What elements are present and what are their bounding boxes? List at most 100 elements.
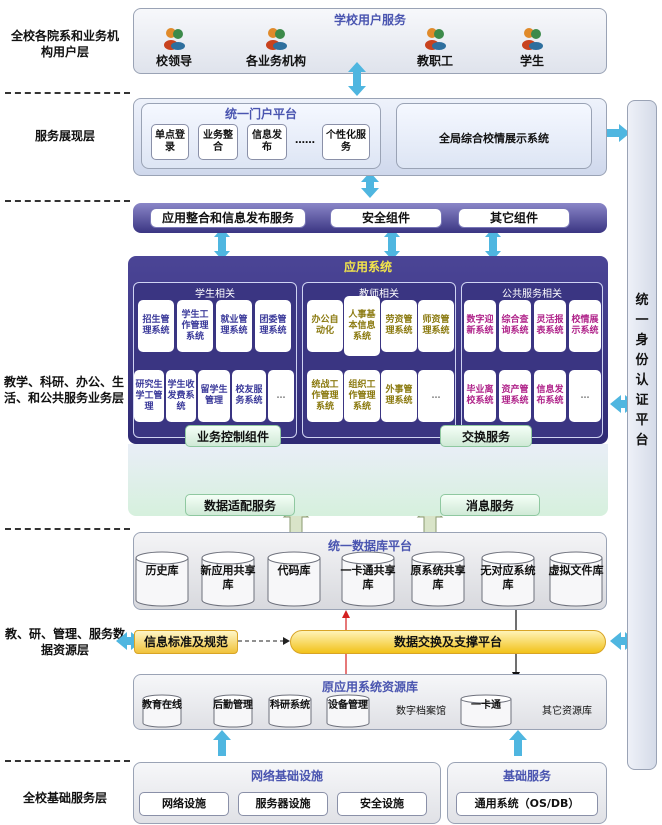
user-student[interactable]: 学生	[512, 26, 552, 69]
info-standard[interactable]: 信息标准及规范	[134, 630, 238, 654]
double-arrow-icon	[348, 62, 366, 96]
app-info-publish[interactable]: 信息发布系统	[534, 370, 566, 422]
server-facility[interactable]: 服务器设施	[238, 792, 328, 816]
app-organization[interactable]: 组织工作管理系统	[344, 370, 380, 422]
layer-divider	[5, 528, 130, 530]
database-icon	[326, 694, 370, 728]
app-more[interactable]: …	[569, 370, 601, 422]
identity-auth-label: 统一身份认证平台	[635, 293, 649, 448]
app-more[interactable]: …	[418, 370, 454, 422]
app-assets[interactable]: 资产管理系统	[499, 370, 531, 422]
database-label: 一卡通共享库	[340, 564, 396, 591]
identity-auth-platform[interactable]: 统一身份认证平台	[627, 100, 657, 770]
layer-label-basic: 全校基础服务层	[22, 791, 107, 805]
database-item[interactable]: 无对应系统库	[480, 550, 536, 608]
legacy-resource[interactable]: 教育在线	[142, 694, 182, 728]
student-group-title: 学生相关	[195, 289, 235, 300]
database-title: 统一数据库平台	[327, 539, 412, 553]
database-icon	[213, 694, 253, 728]
network-title: 网络基础设施	[250, 769, 323, 783]
database-icon	[549, 551, 603, 607]
app-student-fees[interactable]: 学生收发费系统	[166, 370, 196, 422]
app-student-affairs[interactable]: 学生工作管理系统	[177, 300, 213, 352]
user-agency[interactable]: 各业务机构	[236, 26, 316, 69]
app-league[interactable]: 团委管理系统	[255, 300, 291, 352]
legacy-resource[interactable]: 后勤管理	[213, 694, 253, 728]
double-arrow-icon	[214, 228, 230, 260]
app-hr-info[interactable]: 人事基本信息系统	[344, 296, 380, 356]
app-employment[interactable]: 就业管理系统	[216, 300, 252, 352]
other-component[interactable]: 其它组件	[458, 208, 570, 228]
app-alumni[interactable]: 校友服务系统	[232, 370, 266, 422]
legacy-label: 设备管理	[328, 700, 368, 711]
legacy-resource[interactable]: 设备管理	[326, 694, 370, 728]
layer-label-data: 教、研、管理、服务数据资源层	[4, 627, 125, 657]
message-service[interactable]: 消息服务	[440, 494, 540, 516]
layer-label-display: 服务展现层	[34, 129, 95, 143]
app-united-front[interactable]: 统战工作管理系统	[307, 370, 343, 422]
user-service-title: 学校用户服务	[333, 13, 406, 27]
public-group-title: 公共服务相关	[502, 289, 562, 300]
user-group-icon	[425, 28, 446, 50]
campus-display-system[interactable]: 全局综合校情展示系统	[396, 103, 592, 169]
app-grad-affairs[interactable]: 研究生学工管理	[134, 370, 164, 422]
app-digital-welcome[interactable]: 数字迎新系统	[464, 300, 496, 352]
layer-divider	[5, 200, 130, 202]
database-item[interactable]: 一卡通共享库	[340, 550, 396, 608]
app-payroll[interactable]: 劳资管理系统	[381, 300, 417, 352]
portal-title: 统一门户平台	[224, 107, 297, 121]
legacy-resource[interactable]: 其它资源库	[532, 694, 602, 728]
general-system[interactable]: 通用系统（OS/DB）	[456, 792, 598, 816]
database-item[interactable]: 虚拟文件库	[548, 550, 604, 608]
portal-personalize[interactable]: 个性化服务	[322, 124, 370, 160]
database-item[interactable]: 新应用共享库	[200, 550, 256, 608]
app-query[interactable]: 综合查询系统	[499, 300, 531, 352]
up-arrow-icon	[213, 730, 231, 756]
app-campus-display[interactable]: 校情展示系统	[569, 300, 601, 352]
up-arrow-icon	[509, 730, 527, 756]
security-component[interactable]: 安全组件	[330, 208, 442, 228]
portal-ellipsis: ……	[295, 135, 315, 146]
database-label: 无对应系统库	[480, 564, 536, 591]
app-faculty[interactable]: 师资管理系统	[418, 300, 454, 352]
database-icon	[267, 551, 321, 607]
legacy-panel: 原应用系统资源库	[133, 674, 607, 730]
exchange-service[interactable]: 交换服务	[440, 425, 532, 447]
legacy-resource[interactable]: 科研系统	[268, 694, 312, 728]
network-facility[interactable]: 网络设施	[139, 792, 229, 816]
app-report[interactable]: 灵活报表系统	[534, 300, 566, 352]
app-more[interactable]: …	[268, 370, 294, 422]
app-graduation[interactable]: 毕业离校系统	[464, 370, 496, 422]
database-icon	[460, 694, 512, 728]
app-integration-service[interactable]: 应用整合和信息发布服务	[150, 208, 306, 228]
user-leader[interactable]: 校领导	[154, 26, 194, 69]
legacy-label: 其它资源库	[542, 706, 592, 717]
security-facility[interactable]: 安全设施	[337, 792, 427, 816]
legacy-resource[interactable]: 一卡通	[460, 694, 512, 728]
user-group-icon	[164, 28, 185, 50]
database-item[interactable]: 原系统共享库	[410, 550, 466, 608]
data-adapter-service[interactable]: 数据适配服务	[185, 494, 295, 516]
data-exchange-platform[interactable]: 数据交换及支撑平台	[290, 630, 606, 654]
app-admission[interactable]: 招生管理系统	[138, 300, 174, 352]
app-foreign-affairs[interactable]: 外事管理系统	[381, 370, 417, 422]
app-intl-student[interactable]: 留学生管理	[198, 370, 230, 422]
legacy-label: 数字档案馆	[396, 706, 446, 717]
portal-publish[interactable]: 信息发布	[247, 124, 287, 160]
app-office-auto[interactable]: 办公自动化	[307, 300, 343, 352]
legacy-resource[interactable]: 数字档案馆	[384, 694, 458, 728]
portal-integration[interactable]: 业务整合	[198, 124, 238, 160]
database-item[interactable]: 历史库	[134, 550, 190, 608]
database-label: 代码库	[277, 564, 311, 577]
user-staff[interactable]: 教职工	[410, 26, 460, 69]
layer-divider	[5, 760, 130, 762]
database-item[interactable]: 代码库	[266, 550, 322, 608]
user-label: 校领导	[155, 54, 192, 68]
database-label: 虚拟文件库	[548, 564, 604, 577]
user-group-icon	[266, 28, 287, 50]
portal-sso[interactable]: 单点登录	[151, 124, 189, 160]
business-control-component[interactable]: 业务控制组件	[185, 425, 281, 447]
legacy-title: 原应用系统资源库	[321, 680, 418, 694]
database-icon	[411, 551, 465, 607]
app-system-title: 应用系统	[343, 260, 392, 274]
